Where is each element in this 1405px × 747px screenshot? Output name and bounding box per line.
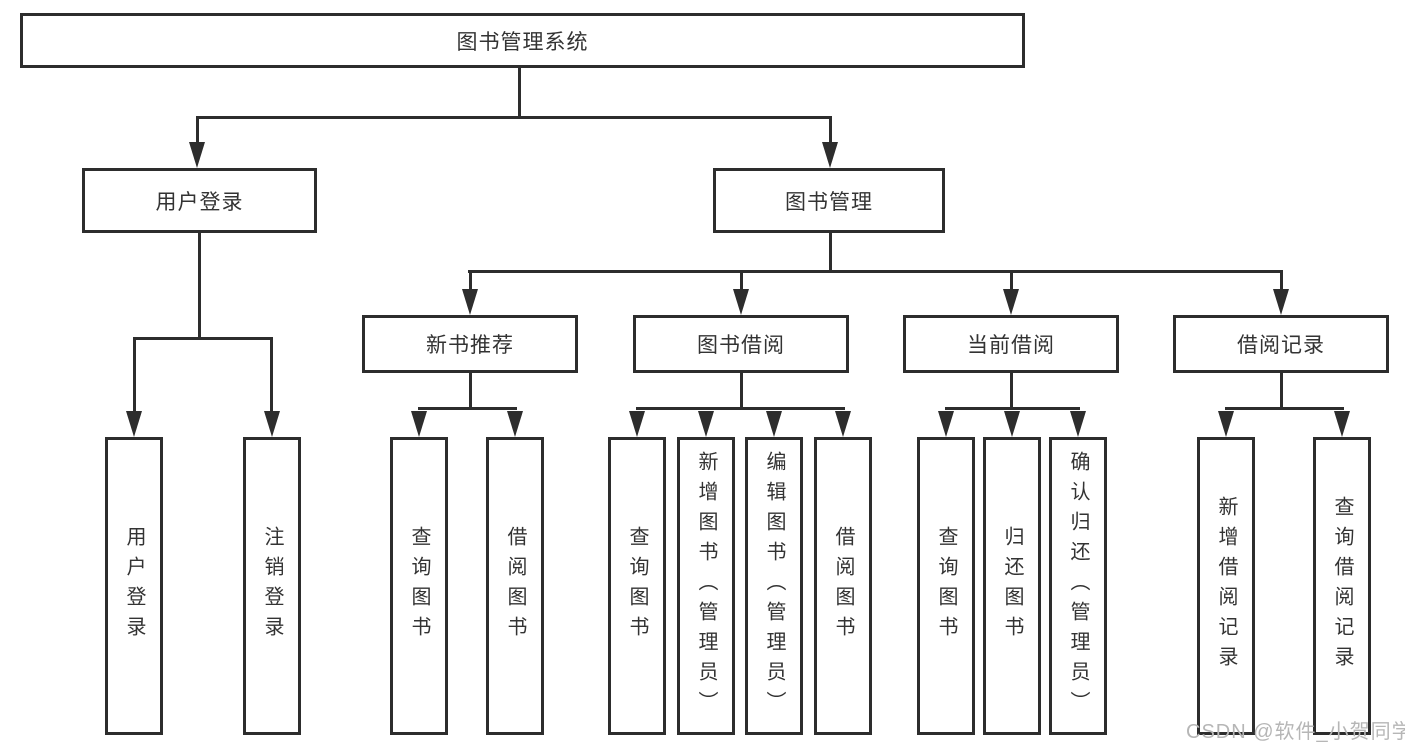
leaf-borrowing-query-books: 查询图书 (608, 437, 666, 735)
edge-drop-book-borrowing (740, 273, 743, 291)
leaf-confirm-return-admin: 确认归还（管理员） (1049, 437, 1107, 735)
leaf-add-borrow-record: 新增借阅记录 (1197, 437, 1255, 735)
leaf-add-book-admin: 新增图书（管理员） (677, 437, 735, 735)
leaf-borrowing-borrow-books-label: 借阅图书 (832, 526, 854, 646)
leaf-user-login-label: 用户登录 (123, 526, 145, 646)
edge-current-stem (1010, 373, 1013, 408)
arrowhead-edit-book (766, 411, 782, 437)
leaf-add-borrow-record-label: 新增借阅记录 (1215, 496, 1237, 676)
leaf-edit-book-admin-label: 编辑图书（管理员） (763, 451, 785, 721)
leaf-newrec-borrow-books: 借阅图书 (486, 437, 544, 735)
arrowhead-current-query (938, 411, 954, 437)
arrowhead-query-record (1334, 411, 1350, 437)
edge-drop-current-borrowing (1010, 273, 1013, 291)
leaf-borrowing-query-books-label: 查询图书 (626, 526, 648, 646)
arrowhead-to-leaf-logout (264, 411, 280, 437)
leaf-borrowing-borrow-books: 借阅图书 (814, 437, 872, 735)
arrowhead-to-book-management (822, 142, 838, 168)
edge-root-split (196, 116, 832, 119)
leaf-add-book-admin-label: 新增图书（管理员） (695, 451, 717, 721)
node-book-management: 图书管理 (713, 168, 945, 233)
edge-borrowing-stem (740, 373, 743, 408)
leaf-edit-book-admin: 编辑图书（管理员） (745, 437, 803, 735)
leaf-current-query-books: 查询图书 (917, 437, 975, 735)
arrowhead-to-borrowing-records (1273, 289, 1289, 315)
arrowhead-add-record (1218, 411, 1234, 437)
leaf-return-book: 归还图书 (983, 437, 1041, 735)
edge-newrec-split (418, 407, 517, 410)
leaf-newrec-query-books: 查询图书 (390, 437, 448, 735)
leaf-current-query-books-label: 查询图书 (935, 526, 957, 646)
edge-records-split (1225, 407, 1344, 410)
edge-user-login-right-drop (270, 340, 273, 412)
leaf-newrec-query-books-label: 查询图书 (408, 526, 430, 646)
leaf-return-book-label: 归还图书 (1001, 526, 1023, 646)
leaf-confirm-return-admin-label: 确认归还（管理员） (1067, 451, 1089, 721)
arrowhead-borrowing-query (629, 411, 645, 437)
arrowhead-to-book-borrowing (733, 289, 749, 315)
arrowhead-confirm-return (1070, 411, 1086, 437)
edge-root-right-drop (829, 119, 832, 144)
leaf-newrec-borrow-books-label: 借阅图书 (504, 526, 526, 646)
edge-records-stem (1280, 373, 1283, 408)
edge-borrowing-split (636, 407, 845, 410)
arrowhead-to-leaf-user-login (126, 411, 142, 437)
node-current-borrowing: 当前借阅 (903, 315, 1119, 373)
node-library-system: 图书管理系统 (20, 13, 1025, 68)
edge-drop-new-book (469, 273, 472, 291)
edge-newrec-stem (469, 373, 472, 408)
arrowhead-newrec-borrow (507, 411, 523, 437)
node-user-login: 用户登录 (82, 168, 317, 233)
leaf-logout-label: 注销登录 (261, 526, 283, 646)
node-new-book-recommend: 新书推荐 (362, 315, 578, 373)
edge-drop-borrowing-records (1280, 273, 1283, 291)
leaf-logout: 注销登录 (243, 437, 301, 735)
edge-user-login-stem (198, 233, 201, 338)
node-borrowing-records: 借阅记录 (1173, 315, 1389, 373)
leaf-user-login: 用户登录 (105, 437, 163, 735)
edge-book-mgmt-stem (829, 233, 832, 270)
node-book-borrowing: 图书借阅 (633, 315, 849, 373)
arrowhead-borrow-book (835, 411, 851, 437)
leaf-query-borrow-record-label: 查询借阅记录 (1331, 496, 1353, 676)
edge-current-split (945, 407, 1080, 410)
arrowhead-newrec-query (411, 411, 427, 437)
arrowhead-add-book (698, 411, 714, 437)
arrowhead-return-book (1004, 411, 1020, 437)
edge-root-left-drop (196, 119, 199, 144)
arrowhead-to-current-borrowing (1003, 289, 1019, 315)
edge-user-login-split (133, 337, 273, 340)
arrowhead-to-new-book-recommend (462, 289, 478, 315)
edge-book-mgmt-split (468, 270, 1283, 273)
edge-root-stem (518, 68, 521, 117)
arrowhead-to-user-login (189, 142, 205, 168)
csdn-watermark: CSDN @软件_小贺同学 (1186, 721, 1405, 743)
edge-user-login-left-drop (133, 340, 136, 412)
leaf-query-borrow-record: 查询借阅记录 (1313, 437, 1371, 735)
